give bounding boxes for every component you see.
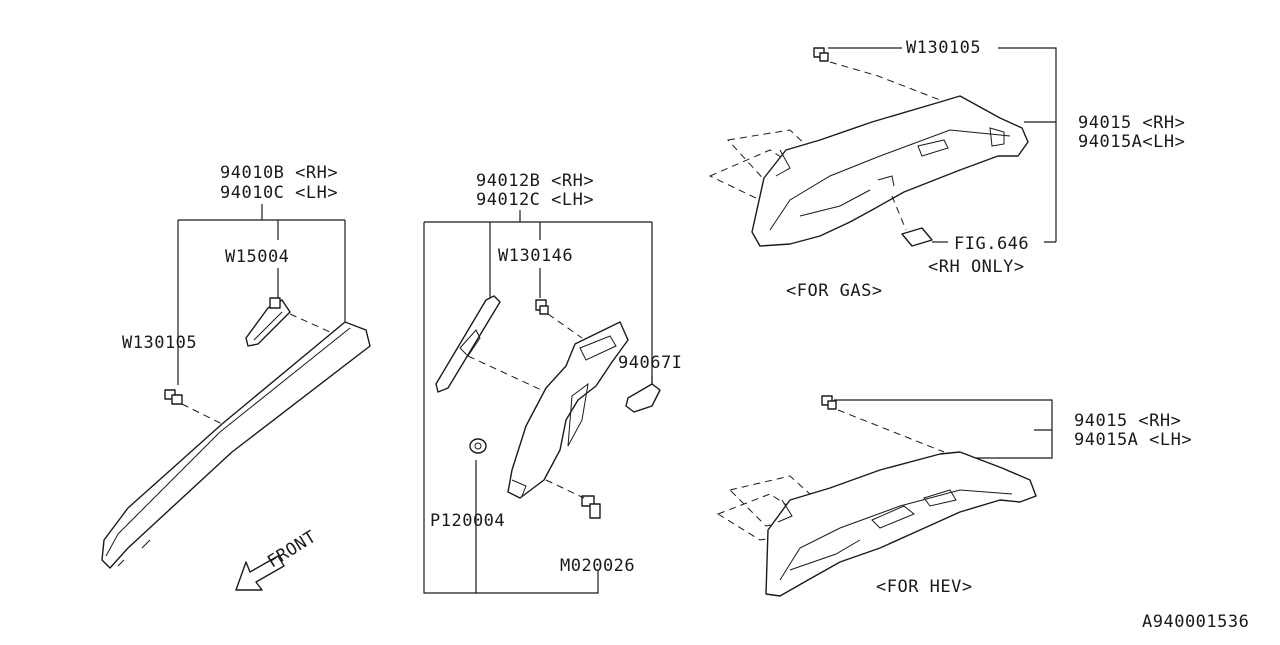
pad-p120004-part [469,438,487,454]
a-pillar-trim-part [101,321,371,569]
quarter-trim-gas-part [751,95,1029,247]
hev-group: 94015 <RH> 94015A <LH> <FOR HEV> [716,395,1192,597]
gas-bracket-lines [828,47,1057,243]
drawing-id-label: A940001536 [1142,612,1249,632]
trim-94067i-part [625,383,661,413]
part-94012c-label: 94012C <LH> [476,190,594,210]
clip-w130105-label: W130105 [122,333,197,353]
fig-646-part [901,227,933,247]
hev-bracket-lines [834,399,1053,459]
quarter-trim-hev-part [765,451,1037,597]
pad-p120004-label: P120004 [430,511,505,531]
trim-94067i-label: 94067I [618,353,682,373]
part-94015a-gas-label: 94015A<LH> [1078,132,1185,152]
left-group: 94010B <RH> 94010C <LH> W15004 W130105 [101,163,371,591]
b-pillar-cover-part [435,295,501,393]
rh-only-label: <RH ONLY> [928,257,1025,277]
part-94010c-label: 94010C <LH> [220,183,338,203]
center-bracket-lines [423,210,653,594]
screw-m020026-part [581,495,601,519]
gas-group: W130105 94015 <RH> 94015A<LH> FIG.646 <R… [708,38,1185,301]
fig-646-label: FIG.646 [954,234,1029,254]
b-pillar-trim-part [507,321,629,499]
center-group: 94012B <RH> 94012C <LH> W130146 94067I P… [423,171,682,594]
screw-m020026-label: M020026 [560,556,635,576]
front-label: FRONT [264,527,320,572]
part-94015a-hev-label: 94015A <LH> [1074,430,1192,450]
for-hev-caption: <FOR HEV> [876,577,973,597]
clip-w130146-label: W130146 [498,246,573,266]
part-94012b-label: 94012B <RH> [476,171,594,191]
part-94015-hev-label: 94015 <RH> [1074,411,1181,431]
part-94010b-label: 94010B <RH> [220,163,338,183]
clip-w15004-label: W15004 [225,247,289,267]
clip-w130105-gas-label: W130105 [906,38,981,58]
left-bracket-lines [177,204,346,385]
clip-w15004-part [245,297,291,347]
clip-w130105-part [164,389,183,405]
for-gas-caption: <FOR GAS> [786,281,883,301]
front-direction-arrow: FRONT [235,527,320,591]
part-94015-gas-label: 94015 <RH> [1078,113,1185,133]
